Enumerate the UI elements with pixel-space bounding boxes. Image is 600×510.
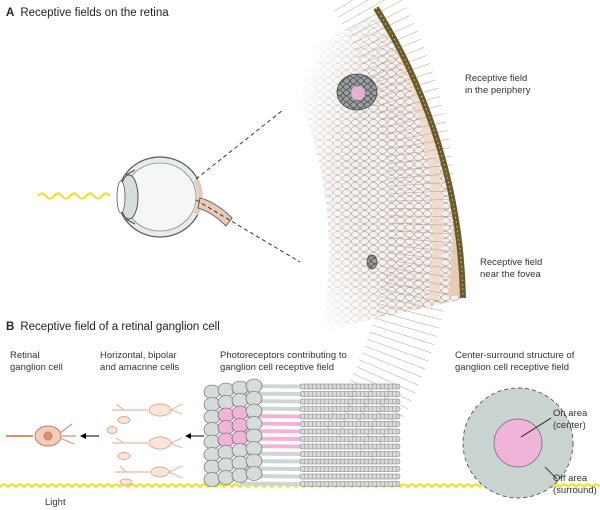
label-center-surround: Center-surround structure of ganglion ce… (455, 350, 575, 373)
panel-a-heading: A Receptive fields on the retina (6, 7, 169, 19)
photoreceptor-bundle (203, 378, 401, 487)
eyeball-illustration (116, 156, 233, 238)
label-fovea: Receptive field near the fovea (480, 257, 543, 280)
label-ganglion-cell: Retinal ganglion cell (10, 350, 63, 373)
label-photoreceptors: Photoreceptors contributing to ganglion … (220, 350, 347, 373)
fovea-receptive-field (366, 254, 378, 270)
panel-b-title: Receptive field of a retinal ganglion ce… (20, 321, 220, 333)
projection-line-bottom (195, 199, 301, 263)
label-light: Light (45, 497, 66, 508)
label-off-area: Off area (surround) (553, 473, 597, 496)
label-on-area: On area (center) (553, 408, 588, 431)
projection-line-top (195, 109, 284, 180)
panel-a-letter: A (6, 7, 15, 19)
retinal-ganglion-cell (6, 423, 76, 447)
center-surround-diagram (462, 387, 574, 499)
panel-a-title: Receptive fields on the retina (20, 7, 169, 19)
panel-b-letter: B (6, 321, 15, 333)
light-wave-a (37, 192, 111, 200)
periphery-receptive-field (336, 73, 378, 111)
label-periphery: Receptive field in the periphery (465, 73, 531, 96)
panel-b-heading: B Receptive field of a retinal ganglion c… (6, 321, 220, 333)
label-interneurons: Horizontal, bipolar and amacrine cells (100, 350, 180, 373)
interneuron-cells (106, 403, 183, 486)
retina-section (283, 0, 466, 462)
